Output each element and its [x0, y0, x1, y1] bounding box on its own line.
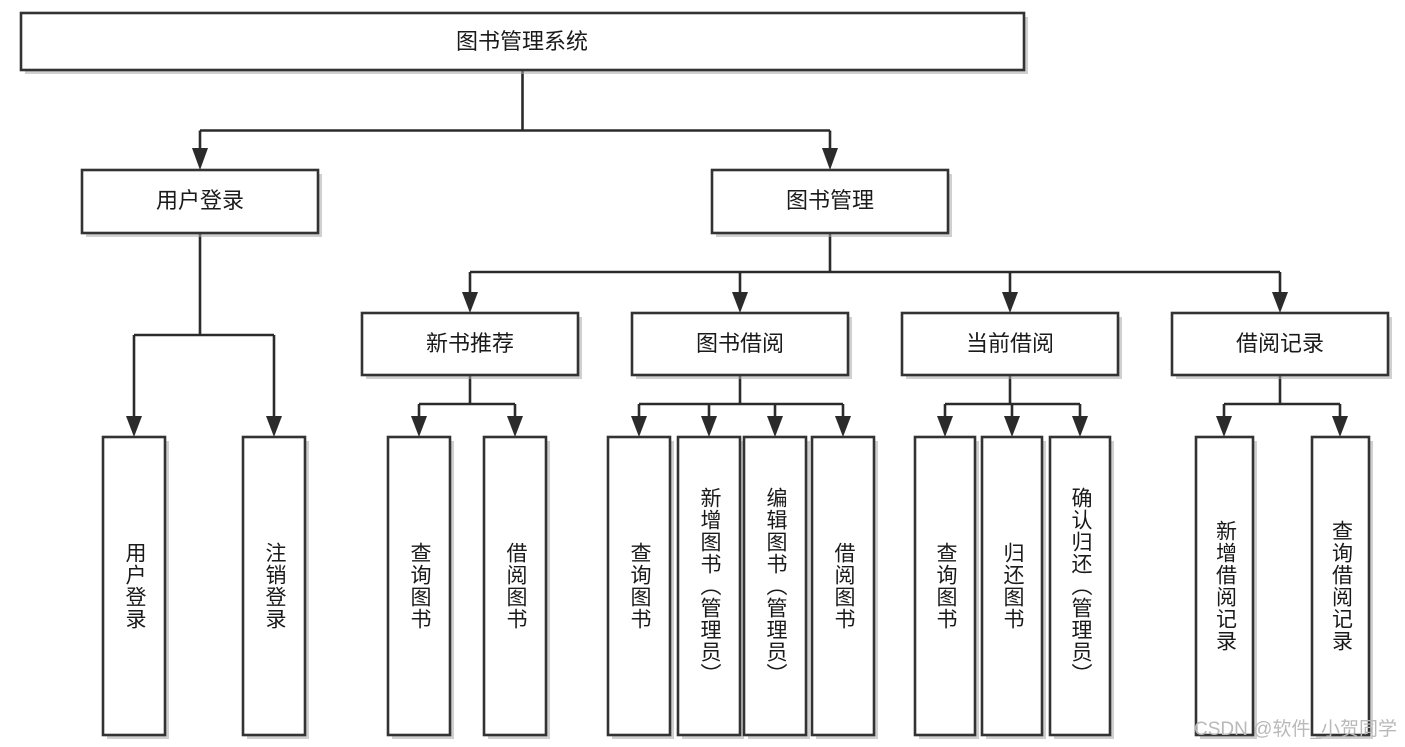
leaf-add-record[interactable]: [1194, 435, 1257, 739]
arrow-leaf-add-book: [701, 416, 717, 437]
arrow-to-book-manage: [822, 148, 838, 170]
node-user-login[interactable]: 用户登录: [80, 168, 322, 237]
arrow-leaf-edit-book: [767, 416, 783, 437]
leaf-add-book[interactable]: [676, 435, 744, 739]
leaf-query-book-bor[interactable]: [606, 435, 674, 739]
arrow-leaf-query-book-cur: [937, 416, 953, 437]
arrow-to-new-book-rec: [462, 292, 478, 313]
arrow-leaf-logout-login: [266, 416, 282, 437]
arrow-leaf-borrow-book-bor: [835, 416, 851, 437]
leaf-query-book-rec[interactable]: [386, 435, 454, 739]
leaf-box-layer: [101, 435, 1373, 739]
arrow-leaf-add-record: [1216, 416, 1232, 437]
node-user-login-label: 用户登录: [156, 188, 244, 213]
csdn-watermark: CSDN @软件_小贺同学: [1194, 719, 1397, 740]
node-root-label: 图书管理系统: [456, 29, 588, 54]
arrow-leaf-query-book-rec: [411, 416, 427, 437]
arrow-to-borrow-record: [1272, 292, 1288, 313]
node-new-book-rec-label: 新书推荐: [426, 331, 514, 356]
node-new-book-rec[interactable]: 新书推荐: [360, 311, 582, 379]
arrow-to-user-login: [192, 148, 208, 170]
node-borrow-record[interactable]: 借阅记录: [1170, 311, 1392, 379]
node-current-borrow[interactable]: 当前借阅: [900, 311, 1122, 379]
arrow-to-book-borrow: [732, 292, 748, 313]
node-book-manage[interactable]: 图书管理: [710, 168, 952, 237]
leaf-query-record[interactable]: [1310, 435, 1373, 739]
leaf-borrow-book-rec[interactable]: [482, 435, 550, 739]
node-book-manage-label: 图书管理: [786, 188, 874, 213]
leaf-confirm-return[interactable]: [1048, 435, 1114, 739]
arrow-leaf-confirm-return: [1072, 416, 1088, 437]
node-layer: 图书管理系统 用户登录 图书管理 新书推荐: [19, 11, 1392, 739]
connector-layer: [126, 70, 1348, 437]
leaf-user-login[interactable]: [101, 435, 169, 739]
node-book-borrow[interactable]: 图书借阅: [630, 311, 852, 379]
leaf-borrow-book-bor[interactable]: [810, 435, 878, 739]
arrow-leaf-user-login: [126, 416, 142, 437]
leaf-query-book-cur[interactable]: [913, 435, 979, 739]
arrow-leaf-query-book-bor: [631, 416, 647, 437]
leaf-logout-login[interactable]: [241, 435, 309, 739]
leaf-return-book[interactable]: [980, 435, 1046, 739]
leaf-edit-book[interactable]: [742, 435, 810, 739]
arrow-leaf-return-book: [1004, 416, 1020, 437]
node-book-borrow-label: 图书借阅: [696, 331, 784, 356]
node-root[interactable]: 图书管理系统: [19, 11, 1028, 74]
arrow-leaf-borrow-book-rec: [507, 416, 523, 437]
node-current-borrow-label: 当前借阅: [966, 331, 1054, 356]
node-borrow-record-label: 借阅记录: [1236, 331, 1324, 356]
arrow-leaf-query-record: [1332, 416, 1348, 437]
arrow-to-current-borrow: [1002, 292, 1018, 313]
